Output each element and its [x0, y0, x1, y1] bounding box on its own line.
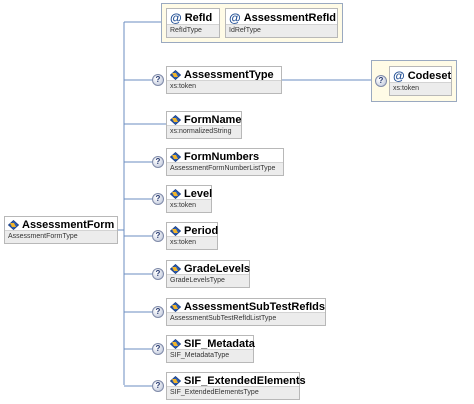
element-icon: [170, 302, 181, 312]
child-element-name: FormName: [184, 114, 242, 126]
optional-question-icon: ?: [375, 75, 387, 87]
child-element-type: xs:token: [167, 236, 217, 249]
root-element-name: AssessmentForm: [22, 219, 115, 231]
child-element-name: AssessmentSubTestRefIds: [184, 301, 326, 313]
attribute-type: xs:token: [390, 82, 451, 95]
root-element-type: AssessmentFormType: [5, 230, 117, 243]
element-icon: [170, 339, 181, 349]
child-element-node-sif-extendedelements[interactable]: SIF_ExtendedElements SIF_ExtendedElement…: [166, 372, 306, 400]
child-element-name: Period: [184, 225, 219, 237]
child-element-type: AssessmentSubTestRefIdListType: [167, 312, 325, 325]
child-element-node-assessmenttype[interactable]: AssessmentType xs:token: [166, 66, 282, 94]
child-element-name: AssessmentType: [184, 69, 274, 81]
child-element-name: SIF_Metadata: [184, 338, 255, 350]
optional-question-icon: ?: [152, 306, 164, 318]
element-icon: [8, 220, 19, 230]
child-element-type: GradeLevelsType: [167, 274, 249, 287]
element-icon: [170, 70, 181, 80]
attribute-node-assessmentrefid[interactable]: @ AssessmentRefId IdRefType: [225, 8, 338, 38]
element-icon: [170, 115, 181, 125]
child-element-type: SIF_MetadataType: [167, 349, 253, 362]
attribute-at-icon: @: [393, 69, 405, 83]
attribute-name: Codeset: [407, 70, 452, 82]
child-element-type: xs:token: [167, 80, 281, 93]
optional-question-icon: ?: [152, 74, 164, 86]
attribute-at-icon: @: [170, 11, 182, 25]
attribute-group: @ RefId RefIdType @ AssessmentRefId IdRe…: [161, 3, 343, 43]
attribute-name: RefId: [184, 12, 213, 24]
element-icon: [170, 264, 181, 274]
child-element-node-formname[interactable]: FormName xs:normalizedString: [166, 111, 242, 139]
optional-question-icon: ?: [152, 268, 164, 280]
attribute-node-refid[interactable]: @ RefId RefIdType: [166, 8, 220, 38]
element-icon: [170, 226, 181, 236]
child-element-type: AssessmentFormNumberListType: [167, 162, 283, 175]
child-element-node-level[interactable]: Level xs:token: [166, 185, 212, 213]
optional-question-icon: ?: [152, 193, 164, 205]
attribute-type: RefIdType: [167, 24, 219, 37]
optional-question-icon: ?: [152, 230, 164, 242]
element-icon: [170, 152, 181, 162]
attribute-type: IdRefType: [226, 24, 337, 37]
attribute-node-codeset[interactable]: @ Codeset xs:token: [389, 66, 452, 96]
child-element-type: xs:token: [167, 199, 211, 212]
child-element-name: Level: [184, 188, 213, 200]
codeset-attribute-group: ? @ Codeset xs:token: [371, 60, 457, 102]
child-element-name: FormNumbers: [184, 151, 260, 163]
root-element-node[interactable]: AssessmentForm AssessmentFormType: [4, 216, 118, 244]
child-element-node-formnumbers[interactable]: FormNumbers AssessmentFormNumberListType: [166, 148, 284, 176]
optional-question-icon: ?: [152, 156, 164, 168]
child-element-name: SIF_ExtendedElements: [184, 375, 306, 387]
element-icon: [170, 189, 181, 199]
element-icon: [170, 376, 181, 386]
child-element-node-gradelevels[interactable]: GradeLevels GradeLevelsType: [166, 260, 250, 288]
attribute-name: AssessmentRefId: [243, 12, 337, 24]
optional-question-icon: ?: [152, 380, 164, 392]
child-element-name: GradeLevels: [184, 263, 251, 275]
attribute-at-icon: @: [229, 11, 241, 25]
child-element-type: xs:normalizedString: [167, 125, 241, 138]
child-element-node-assessmentsubtestrefids[interactable]: AssessmentSubTestRefIds AssessmentSubTes…: [166, 298, 326, 326]
child-element-node-period[interactable]: Period xs:token: [166, 222, 218, 250]
child-element-type: SIF_ExtendedElementsType: [167, 386, 299, 399]
child-element-node-sif-metadata[interactable]: SIF_Metadata SIF_MetadataType: [166, 335, 255, 363]
optional-question-icon: ?: [152, 343, 164, 355]
